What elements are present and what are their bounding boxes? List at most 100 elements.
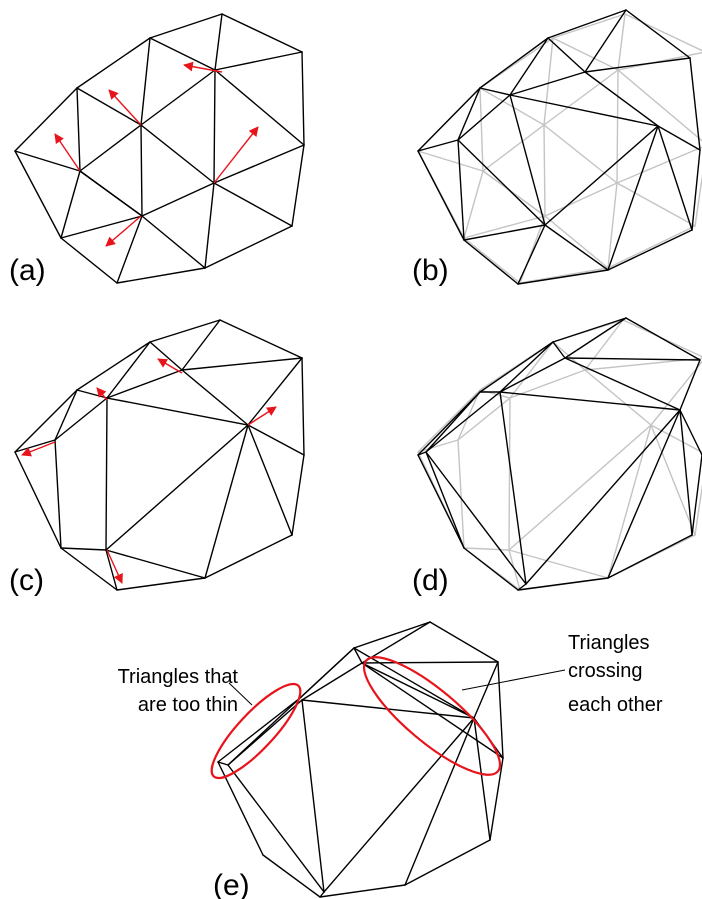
displacement-arrow <box>54 133 81 172</box>
displacement-arrow <box>247 406 277 426</box>
mesh-edge <box>679 409 693 536</box>
mesh-edge <box>76 37 151 89</box>
ghost-edge <box>584 319 624 371</box>
mesh-edge <box>76 87 142 126</box>
ghost-edge <box>624 13 702 52</box>
mesh-edge <box>227 764 325 893</box>
panel-label-b: (b) <box>412 254 449 287</box>
mesh-edge <box>463 224 546 241</box>
mesh-edge <box>214 13 223 71</box>
ghost-edge <box>519 267 609 284</box>
mesh-edge <box>607 229 693 271</box>
ghost-edge <box>616 69 619 184</box>
mesh-edge <box>457 94 511 141</box>
mesh-edge <box>105 397 108 551</box>
mesh-edge <box>473 717 491 841</box>
mesh-panel-b <box>417 9 702 285</box>
mesh-edge <box>547 9 627 39</box>
mesh-edge <box>509 71 586 96</box>
mesh-edge <box>116 267 206 284</box>
mesh-edge <box>204 534 293 579</box>
mesh-edge <box>499 341 554 393</box>
crossing-triangles-ellipse <box>362 656 502 776</box>
mesh-edge <box>14 87 78 152</box>
mesh-edge <box>489 757 504 841</box>
mesh-edge <box>564 357 681 411</box>
mesh-edge <box>679 359 701 411</box>
ghost-edge <box>694 173 702 227</box>
mesh-panel-a <box>14 13 305 284</box>
mesh-edge <box>301 662 363 701</box>
mesh-edge <box>60 237 118 284</box>
mesh-edge <box>607 534 693 579</box>
mesh-edge <box>140 124 215 184</box>
mesh-edge <box>221 13 303 53</box>
mesh-edge <box>497 661 504 759</box>
mesh-edge <box>141 215 206 269</box>
mesh-panel-c <box>14 319 305 591</box>
mesh-edge <box>247 424 293 536</box>
ghost-edge <box>694 483 702 536</box>
mesh-edge <box>361 662 475 719</box>
mesh-edge <box>140 69 216 126</box>
ghost-edge <box>544 215 609 269</box>
mesh-edge <box>76 87 81 172</box>
mesh-edge <box>149 319 221 343</box>
ghost-edge <box>607 424 652 579</box>
mesh-edge <box>54 389 78 441</box>
ghost-edge <box>543 124 618 184</box>
displacement-arrow <box>106 549 123 584</box>
mesh-edge <box>517 577 609 591</box>
mesh-edge <box>425 391 481 453</box>
ghost-edge <box>650 424 696 536</box>
mesh-edge <box>499 391 527 585</box>
mesh-edge <box>457 139 546 226</box>
ghost-edge <box>417 389 481 453</box>
mesh-edge <box>404 717 475 886</box>
mesh-edge <box>417 139 459 152</box>
mesh-edge <box>544 224 609 271</box>
thin-triangles-ellipse <box>210 682 302 780</box>
mesh-edge <box>509 94 546 226</box>
mesh-edge <box>457 87 481 141</box>
ghost-edge <box>509 369 586 399</box>
mesh-edge <box>140 124 143 217</box>
mesh-edge <box>141 182 215 217</box>
mesh-edge <box>227 699 303 766</box>
annotation-crossing-line-2: crossing <box>568 660 642 682</box>
mesh-edge <box>552 317 627 343</box>
mesh-panel-e <box>217 621 504 898</box>
ghost-edge <box>543 124 546 217</box>
ghost-edge <box>482 170 546 217</box>
ghost-edge <box>509 341 554 399</box>
mesh-edge <box>14 389 78 453</box>
mesh-edge <box>525 409 681 585</box>
mesh-edge <box>14 150 62 239</box>
mesh-edge <box>204 182 215 269</box>
mesh-edge <box>299 647 355 699</box>
mesh-edge <box>509 94 659 127</box>
ghost-edge <box>607 225 696 269</box>
ghost-edge <box>463 237 521 284</box>
mesh-edge <box>14 451 62 549</box>
mesh-edge <box>463 547 519 591</box>
ghost-edge <box>479 87 484 172</box>
panel-label-a: (a) <box>9 254 46 287</box>
ghost-edge <box>552 37 619 71</box>
ghost-edge <box>479 87 545 126</box>
mesh-edge <box>457 139 465 241</box>
displacement-arrow <box>105 215 142 247</box>
mesh-edge <box>301 699 325 893</box>
mesh-edge <box>657 125 693 231</box>
crossing-leader-line <box>461 669 566 691</box>
mesh-edge <box>323 717 475 893</box>
mesh-edge <box>479 87 511 96</box>
mesh-edge <box>429 621 499 663</box>
ghost-edge <box>463 170 484 239</box>
mesh-edge <box>479 37 549 89</box>
mesh-edge <box>353 647 363 664</box>
mesh-edge <box>509 37 549 96</box>
mesh-edge <box>353 647 475 719</box>
mesh-edge <box>54 397 108 441</box>
mesh-edge <box>204 424 249 579</box>
